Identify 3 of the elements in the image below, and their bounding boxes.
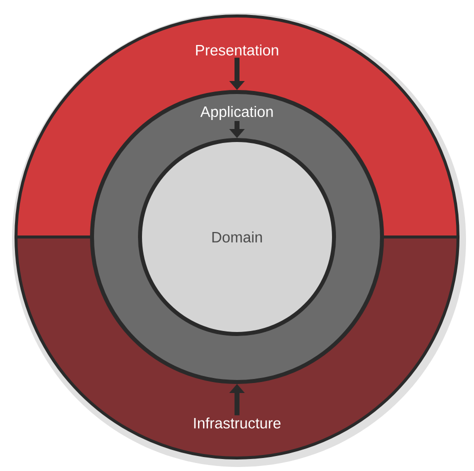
ring-label: Application	[200, 106, 273, 120]
ring-label: Presentation	[196, 44, 278, 56]
ring-label: Infrastructure	[194, 417, 280, 428]
